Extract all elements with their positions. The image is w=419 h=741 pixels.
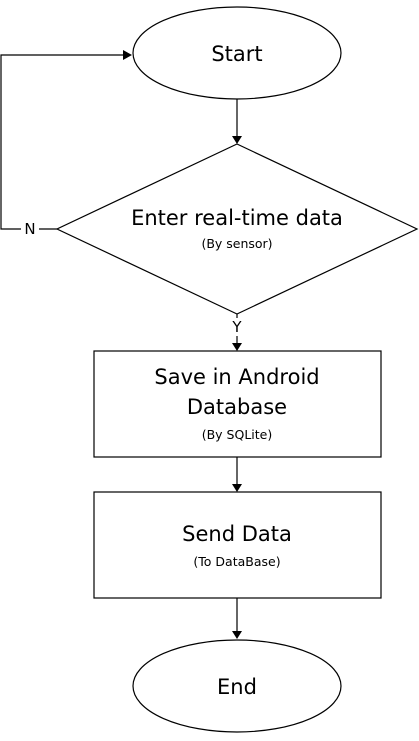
arrowhead-end [232, 631, 242, 639]
save-sublabel: (By SQLite) [202, 427, 273, 442]
no-branch-label: N [24, 220, 35, 238]
end-label: End [217, 675, 257, 699]
save-label-line2: Database [187, 395, 287, 419]
connector-no-loop [0, 54, 123, 230]
arrowhead-loop-start [123, 50, 132, 60]
yes-label-backdrop [229, 318, 245, 336]
arrowhead-decision [232, 136, 242, 144]
save-label-line1: Save in Android [154, 365, 319, 389]
yes-branch-label: Y [231, 318, 242, 336]
decision-sublabel: (By sensor) [201, 236, 272, 251]
arrowhead-send [232, 484, 242, 492]
decision-label: Enter real-time data [131, 206, 343, 230]
save-process-box [93, 350, 382, 458]
arrowhead-save [232, 343, 242, 351]
send-sublabel: (To DataBase) [193, 554, 280, 569]
start-label: Start [211, 42, 262, 66]
end-terminal [132, 639, 342, 733]
no-label-backdrop [21, 220, 39, 238]
send-process-box [93, 491, 382, 599]
send-label: Send Data [182, 522, 292, 546]
